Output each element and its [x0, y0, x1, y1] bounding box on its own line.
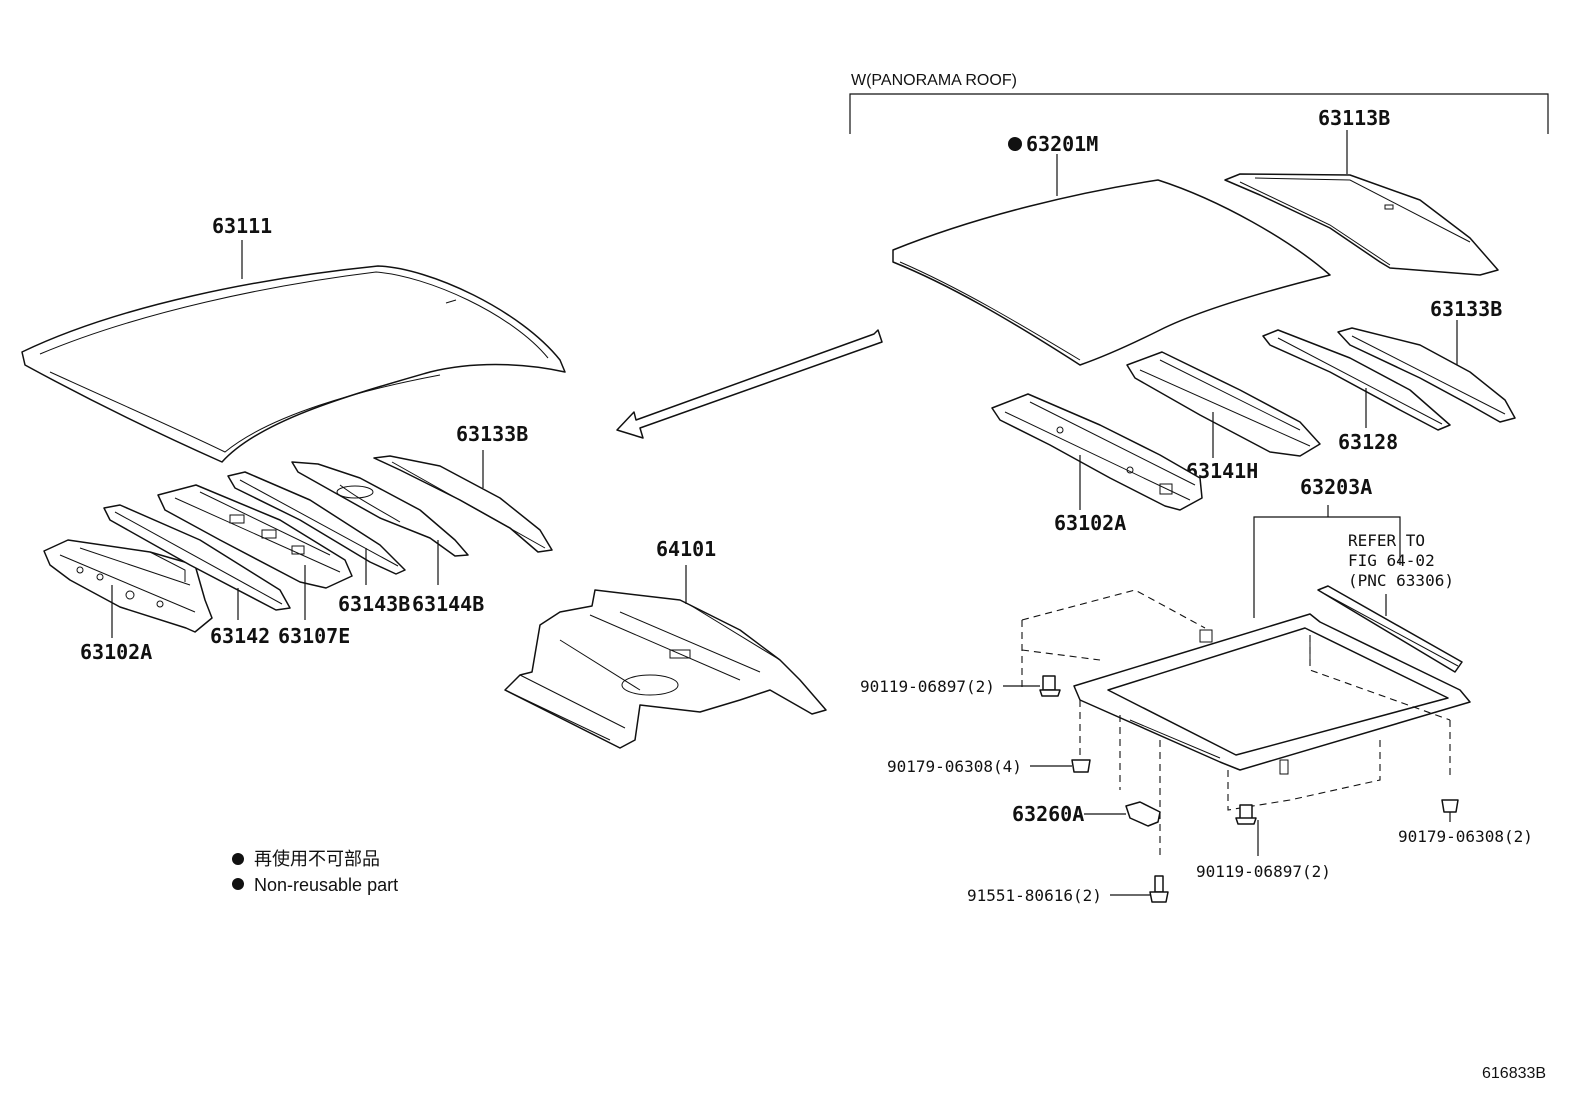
- variant-header: W(PANORAMA ROOF): [851, 72, 1017, 89]
- legend: 再使用不可部品 Non-reusable part: [232, 849, 398, 895]
- nonreusable-dot-63201m: [1008, 137, 1022, 151]
- roof-frame-63113b[interactable]: [1224, 173, 1499, 276]
- roof-bow-63102a-left[interactable]: [43, 539, 213, 633]
- refer-line-2: FIG 64-02: [1348, 551, 1435, 570]
- label-63144b[interactable]: 63144B: [412, 592, 484, 616]
- label-63111[interactable]: 63111: [212, 214, 272, 238]
- bolt-90119-bottom[interactable]: [1235, 804, 1257, 825]
- label-90179-right[interactable]: 90179-06308(2): [1398, 827, 1533, 846]
- nut-90179-left[interactable]: [1071, 759, 1091, 773]
- label-63143b[interactable]: 63143B: [338, 592, 410, 616]
- sunroof-frame-63203a[interactable]: [1073, 613, 1471, 775]
- bolt-90119-top[interactable]: [1039, 675, 1061, 697]
- label-63142[interactable]: 63142: [210, 624, 270, 648]
- roof-panel-63111[interactable]: [21, 265, 566, 463]
- legend-text-en: Non-reusable part: [254, 875, 398, 895]
- sunroof-seal-strip[interactable]: [1317, 585, 1463, 673]
- refer-line-1: REFER TO: [1348, 531, 1425, 550]
- label-63133b-right[interactable]: 63133B: [1430, 297, 1502, 321]
- frame-dashed-outline: [1021, 589, 1451, 860]
- direction-arrow: [616, 329, 883, 439]
- roof-bow-63143b[interactable]: [227, 471, 406, 575]
- variant-bracket: [849, 93, 1549, 134]
- label-90119-top[interactable]: 90119-06897(2): [860, 677, 995, 696]
- legend-dot-en: [232, 878, 244, 890]
- label-63201m[interactable]: 63201M: [1026, 132, 1098, 156]
- refer-line-3: (PNC 63306): [1348, 571, 1454, 590]
- label-63102a-left[interactable]: 63102A: [80, 640, 152, 664]
- label-63133b-left[interactable]: 63133B: [456, 422, 528, 446]
- bracket-63260a[interactable]: [1125, 801, 1161, 827]
- label-63102a-right[interactable]: 63102A: [1054, 511, 1126, 535]
- legend-dot-jp: [232, 853, 244, 865]
- label-64101[interactable]: 64101: [656, 537, 716, 561]
- roof-rail-63133b-right[interactable]: [1337, 327, 1516, 423]
- label-63113b[interactable]: 63113B: [1318, 106, 1390, 130]
- label-63203a[interactable]: 63203A: [1300, 475, 1372, 499]
- roof-bow-63142[interactable]: [103, 504, 291, 611]
- label-63260a[interactable]: 63260A: [1012, 802, 1084, 826]
- label-63107e[interactable]: 63107E: [278, 624, 350, 648]
- nut-90179-right[interactable]: [1441, 799, 1459, 813]
- label-90119-bottom[interactable]: 90119-06897(2): [1196, 862, 1331, 881]
- legend-text-jp: 再使用不可部品: [254, 849, 380, 869]
- roof-bow-63141h[interactable]: [1126, 351, 1321, 457]
- screw-91551[interactable]: [1149, 875, 1169, 903]
- figure-id: 616833B: [1482, 1065, 1546, 1082]
- leader-63203a: [1253, 516, 1401, 618]
- label-90179-left[interactable]: 90179-06308(4): [887, 757, 1022, 776]
- roof-bow-63144b[interactable]: [291, 461, 469, 557]
- roof-bow-63128[interactable]: [1262, 329, 1451, 431]
- rear-floor-pan-64101[interactable]: [504, 589, 827, 749]
- roof-bow-63107e[interactable]: [157, 484, 353, 589]
- roof-bow-63102a-right[interactable]: [991, 393, 1203, 511]
- roof-glass-63201m[interactable]: [892, 179, 1331, 366]
- label-91551[interactable]: 91551-80616(2): [967, 886, 1102, 905]
- label-63128[interactable]: 63128: [1338, 430, 1398, 454]
- roof-rail-63133b-left[interactable]: [373, 455, 553, 553]
